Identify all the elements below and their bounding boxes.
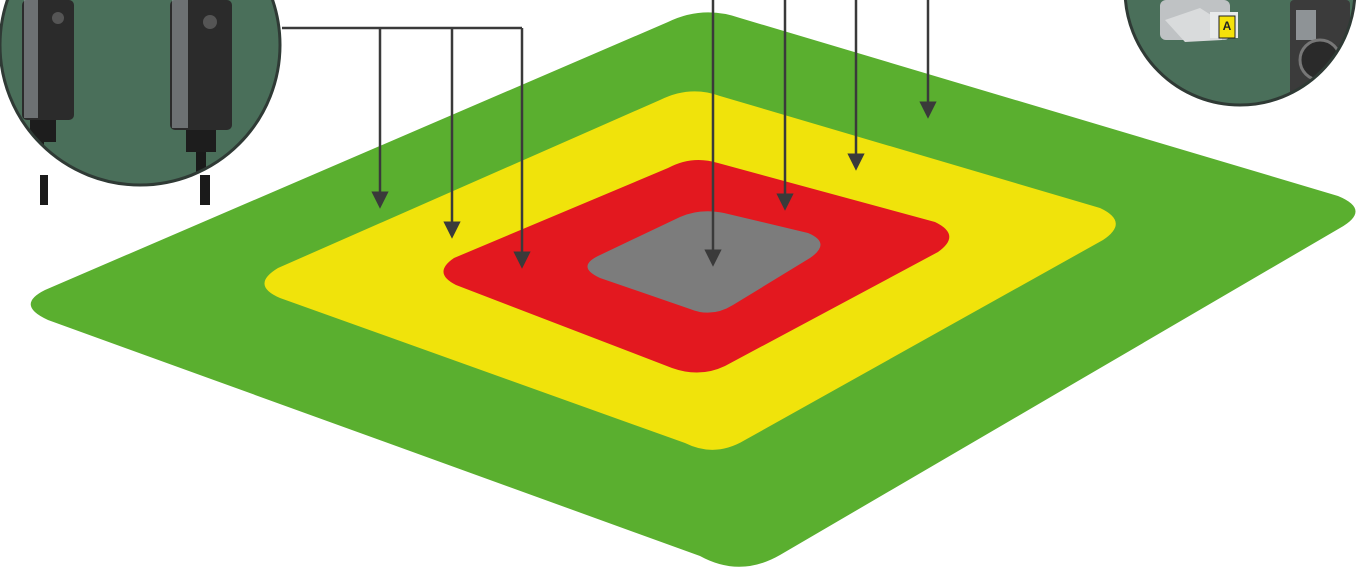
lock-label-1-text: A xyxy=(1223,19,1232,33)
lock-label-2 xyxy=(1351,52,1367,74)
left-device-inset xyxy=(0,0,300,207)
lock-label-2-text: A xyxy=(1355,55,1364,69)
right-device-inset: A A xyxy=(1100,0,1369,120)
